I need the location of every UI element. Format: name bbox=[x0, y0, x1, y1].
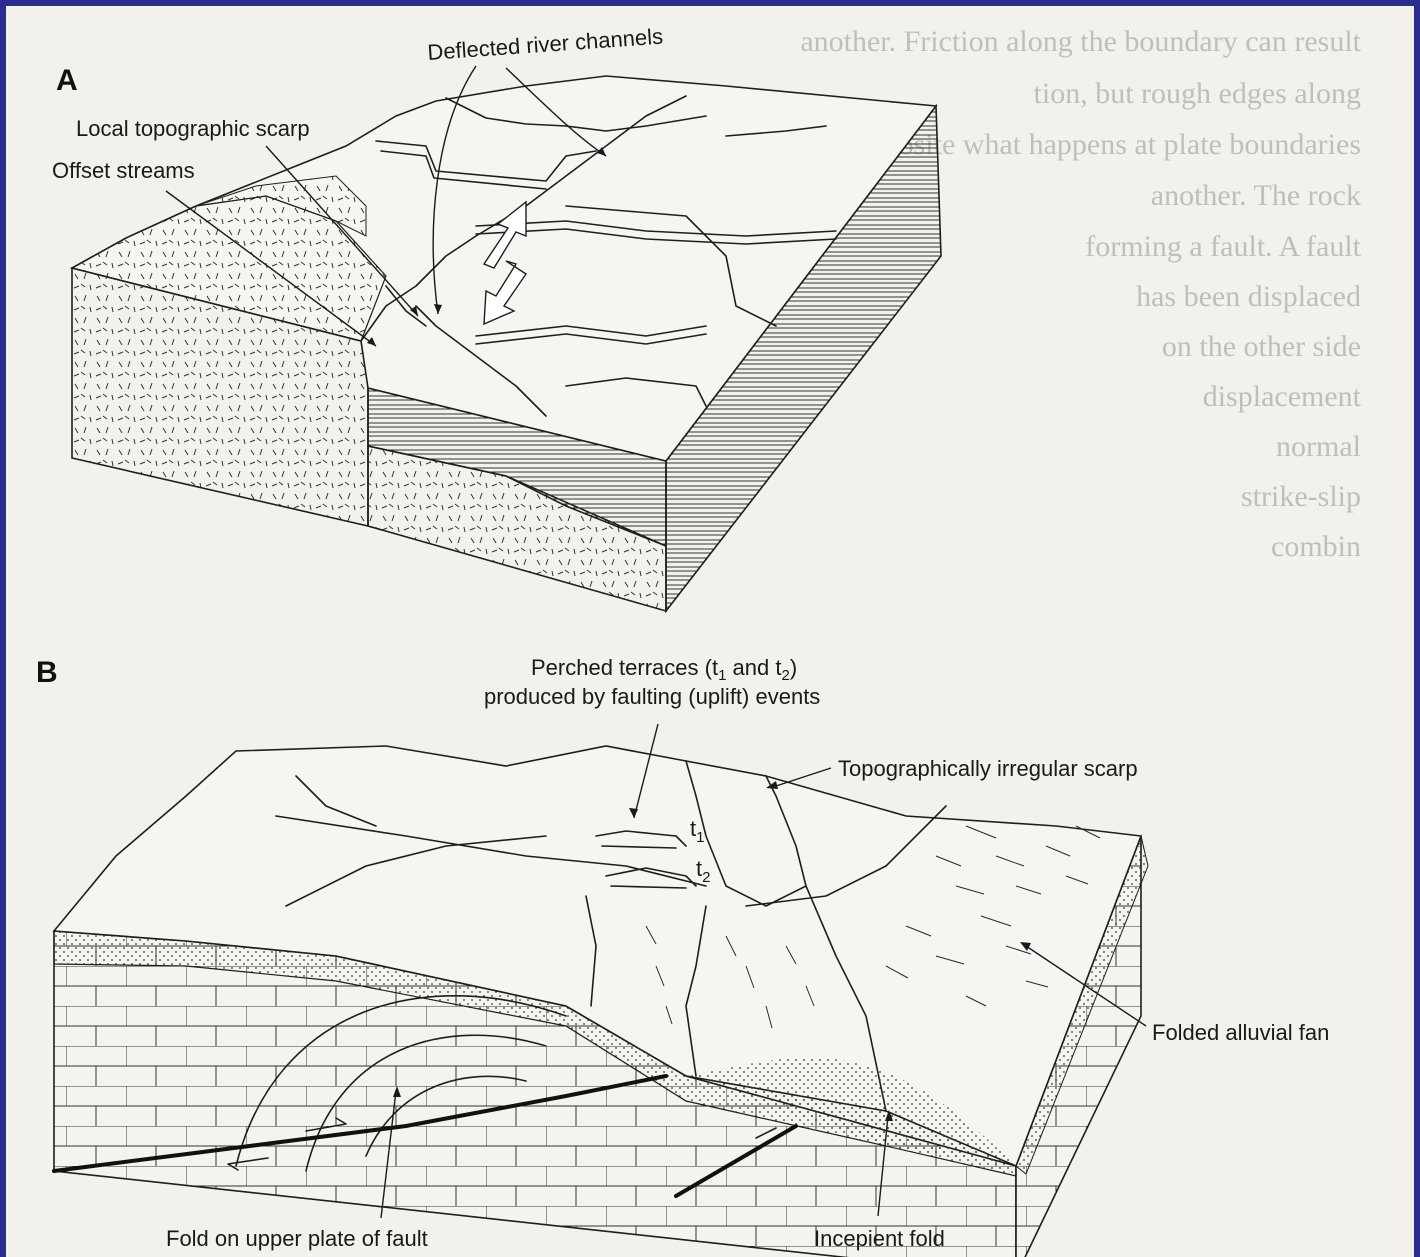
ghost-text-line: forming a fault. A fault bbox=[1085, 230, 1361, 263]
textbook-page: another. Friction along the boundary can… bbox=[6, 6, 1414, 1257]
label-local-topographic-scarp: Local topographic scarp bbox=[76, 116, 310, 141]
panel-b-block-diagram: B Perched terraces (t1 and t2) produced … bbox=[36, 655, 1329, 1257]
ghost-text-line: normal bbox=[1276, 430, 1361, 463]
label-irregular-scarp: Topographically irregular scarp bbox=[838, 756, 1138, 781]
fault-landforms-figure: another. Friction along the boundary can… bbox=[6, 6, 1414, 1257]
panel-a-block-diagram: A Deflected river channels Local topogra… bbox=[52, 24, 941, 611]
panel-b-letter: B bbox=[36, 656, 58, 689]
ghost-text-line: displacement bbox=[1203, 380, 1362, 413]
ghost-text-line: has been displaced bbox=[1136, 280, 1361, 313]
ghost-text-line: another. Friction along the boundary can… bbox=[800, 25, 1361, 58]
ghost-text-line: tion, but rough edges along bbox=[1034, 77, 1361, 110]
label-perched-terraces-line1: Perched terraces (t1 and t2) bbox=[531, 655, 797, 684]
label-incipient-fold: Incepient fold bbox=[814, 1226, 945, 1251]
label-pointer bbox=[776, 768, 831, 786]
label-deflected-river-channels: Deflected river channels bbox=[427, 24, 664, 65]
panel-a-letter: A bbox=[56, 64, 78, 97]
label-offset-streams: Offset streams bbox=[52, 158, 195, 183]
label-folded-alluvial-fan: Folded alluvial fan bbox=[1152, 1020, 1329, 1045]
ghost-text-line: combin bbox=[1271, 530, 1361, 563]
label-fold-upper-plate: Fold on upper plate of fault bbox=[166, 1226, 428, 1251]
ghost-text-line: on the other side bbox=[1162, 330, 1361, 363]
ghost-text-line: another. The rock bbox=[1151, 179, 1361, 212]
label-perched-terraces-line2: produced by faulting (uplift) events bbox=[484, 684, 820, 709]
ghost-text-line: strike-slip bbox=[1241, 480, 1361, 513]
